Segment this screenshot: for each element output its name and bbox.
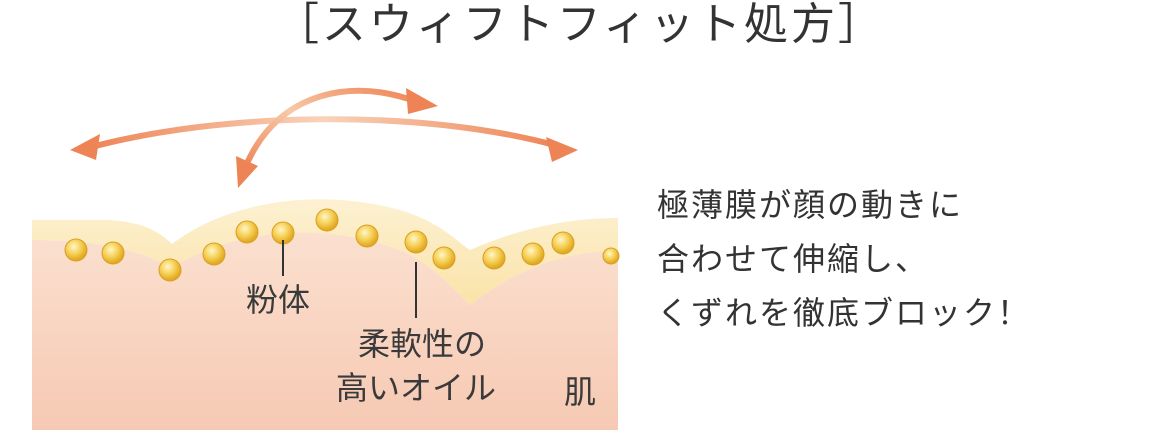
description-text: 極薄膜が顔の動きに 合わせて伸縮し、 くずれを徹底ブロック！ (657, 178, 1031, 340)
page-title: ［スウィフトフィット処方］ (274, 0, 886, 50)
oil-label: 柔軟性の 高いオイル (336, 322, 496, 410)
powder-label: 粉体 (246, 281, 311, 319)
stretch-arrow (70, 116, 578, 162)
skin-layer (32, 232, 618, 430)
description-line: くずれを徹底ブロック！ (657, 294, 1032, 332)
oil-label-line1: 柔軟性の (358, 325, 487, 363)
movement-arrow (236, 87, 438, 188)
powder-particles (64, 208, 620, 282)
skin-label: 肌 (564, 373, 597, 411)
oil-layer (32, 199, 618, 305)
description-line: 合わせて伸縮し、 (657, 240, 930, 278)
description-line: 極薄膜が顔の動きに (657, 186, 964, 224)
oil-label-line2: 高いオイル (336, 369, 497, 407)
